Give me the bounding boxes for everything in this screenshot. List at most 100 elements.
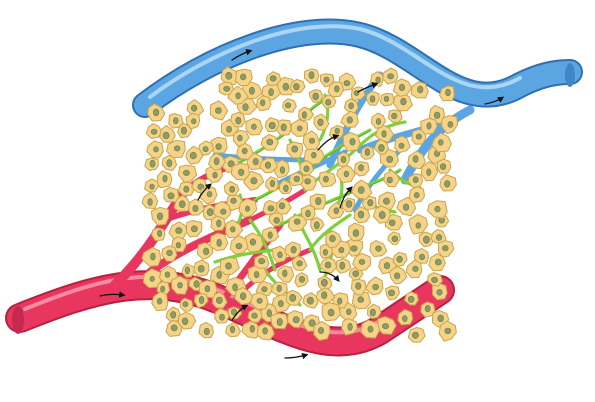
cell-nucleus <box>206 191 213 198</box>
cell-nucleus <box>402 315 408 322</box>
artery-opening <box>12 306 24 334</box>
cell-nucleus <box>173 117 179 125</box>
vein-opening <box>565 63 575 87</box>
cell-nucleus <box>276 284 282 293</box>
cell-nucleus <box>267 231 273 239</box>
cell-nucleus <box>147 198 153 206</box>
cell-nucleus <box>301 111 307 119</box>
cell-nucleus <box>215 296 223 304</box>
cell-nucleus <box>153 146 159 153</box>
cell-nucleus <box>212 171 218 179</box>
cell-nucleus <box>170 311 177 319</box>
cell-nucleus <box>418 253 425 261</box>
cell-nucleus <box>220 208 227 215</box>
cell-nucleus <box>183 185 190 193</box>
flow-arrow-vein-left <box>231 49 253 61</box>
vein <box>132 18 583 213</box>
cell-nucleus <box>232 283 238 292</box>
cell-nucleus <box>386 155 394 163</box>
cell-nucleus <box>198 296 205 304</box>
cell-nucleus <box>445 88 451 97</box>
cell-nucleus <box>442 245 449 252</box>
cell-nucleus <box>175 227 183 234</box>
flow-arrow-capillary-4 <box>231 304 249 321</box>
cell-nucleus <box>333 207 339 215</box>
cell-nucleus <box>269 179 275 188</box>
cell-nucleus <box>372 283 379 291</box>
cell-nucleus <box>348 102 355 110</box>
cell-nucleus <box>242 103 249 112</box>
cell-nucleus <box>181 317 189 325</box>
cell-nucleus <box>170 324 178 332</box>
cell-nucleus <box>253 271 260 279</box>
cell-nucleus <box>346 116 353 124</box>
cell-nucleus <box>215 143 222 150</box>
cell-nucleus <box>426 168 432 176</box>
cell-nucleus <box>197 265 205 273</box>
cell-nucleus <box>256 297 263 304</box>
cell-nucleus <box>293 218 301 225</box>
cell-nucleus <box>324 261 332 269</box>
cell-nucleus <box>398 84 406 92</box>
cell-nucleus <box>269 75 277 82</box>
cell-nucleus <box>149 275 155 282</box>
cell-nucleus <box>352 270 360 277</box>
cell-nucleus <box>156 212 164 221</box>
cell-nucleus <box>156 297 163 305</box>
cell-nucleus <box>396 255 403 263</box>
cell-nucleus <box>204 285 211 293</box>
cell-nucleus <box>262 327 268 335</box>
cell-nucleus <box>444 327 452 335</box>
cell-nucleus <box>375 245 382 252</box>
cell-nucleus <box>308 319 316 327</box>
cell-nucleus <box>226 125 232 133</box>
cell-nucleus <box>303 165 310 173</box>
cell-nucleus <box>250 177 258 185</box>
cell-nucleus <box>223 85 231 92</box>
cell-nucleus <box>278 202 286 210</box>
cell-nucleus <box>367 325 374 333</box>
cell-nucleus <box>375 118 382 125</box>
cell-nucleus <box>412 265 419 272</box>
cell-nucleus <box>202 146 209 153</box>
cell-nucleus <box>334 127 340 135</box>
cell-nucleus <box>291 145 299 153</box>
cell-nucleus <box>216 219 222 228</box>
cell-nucleus <box>241 147 248 155</box>
flow-arrows <box>99 49 505 360</box>
cell-nucleus <box>381 323 389 330</box>
cell-nucleus <box>264 161 271 169</box>
cell-nucleus <box>216 238 222 247</box>
cell-nucleus <box>277 251 283 259</box>
cell-nucleus <box>308 137 316 144</box>
cell-nucleus <box>412 176 419 184</box>
flow-arrow-venule <box>357 82 379 93</box>
cell-nucleus <box>398 142 405 149</box>
cell-nucleus <box>182 169 190 176</box>
cell-nucleus <box>225 262 232 270</box>
cell-nucleus <box>383 95 390 102</box>
cell-nucleus <box>422 235 430 244</box>
cell-nucleus <box>296 125 303 132</box>
cell-nucleus <box>306 296 314 305</box>
cell-nucleus <box>305 209 311 218</box>
cell-nucleus <box>290 246 297 254</box>
cell-nucleus <box>150 252 156 261</box>
cell-nucleus <box>437 314 444 323</box>
cell-nucleus <box>400 97 407 106</box>
cell-nucleus <box>340 156 347 164</box>
cell-nucleus <box>426 122 432 130</box>
cell-nucleus <box>388 219 396 227</box>
flow-arrow-capillary-2 <box>339 186 353 209</box>
cell-nucleus <box>357 210 365 219</box>
cell-nucleus <box>266 138 274 146</box>
cell-nucleus <box>343 170 350 178</box>
cell-nucleus <box>167 192 175 200</box>
cell-nucleus <box>352 229 360 237</box>
cell-nucleus <box>415 133 423 140</box>
cell-nucleus <box>189 152 197 160</box>
cell-nucleus <box>175 242 181 249</box>
cell-nucleus <box>249 238 256 246</box>
cell-nucleus <box>251 312 258 319</box>
cell-nucleus <box>312 92 319 101</box>
